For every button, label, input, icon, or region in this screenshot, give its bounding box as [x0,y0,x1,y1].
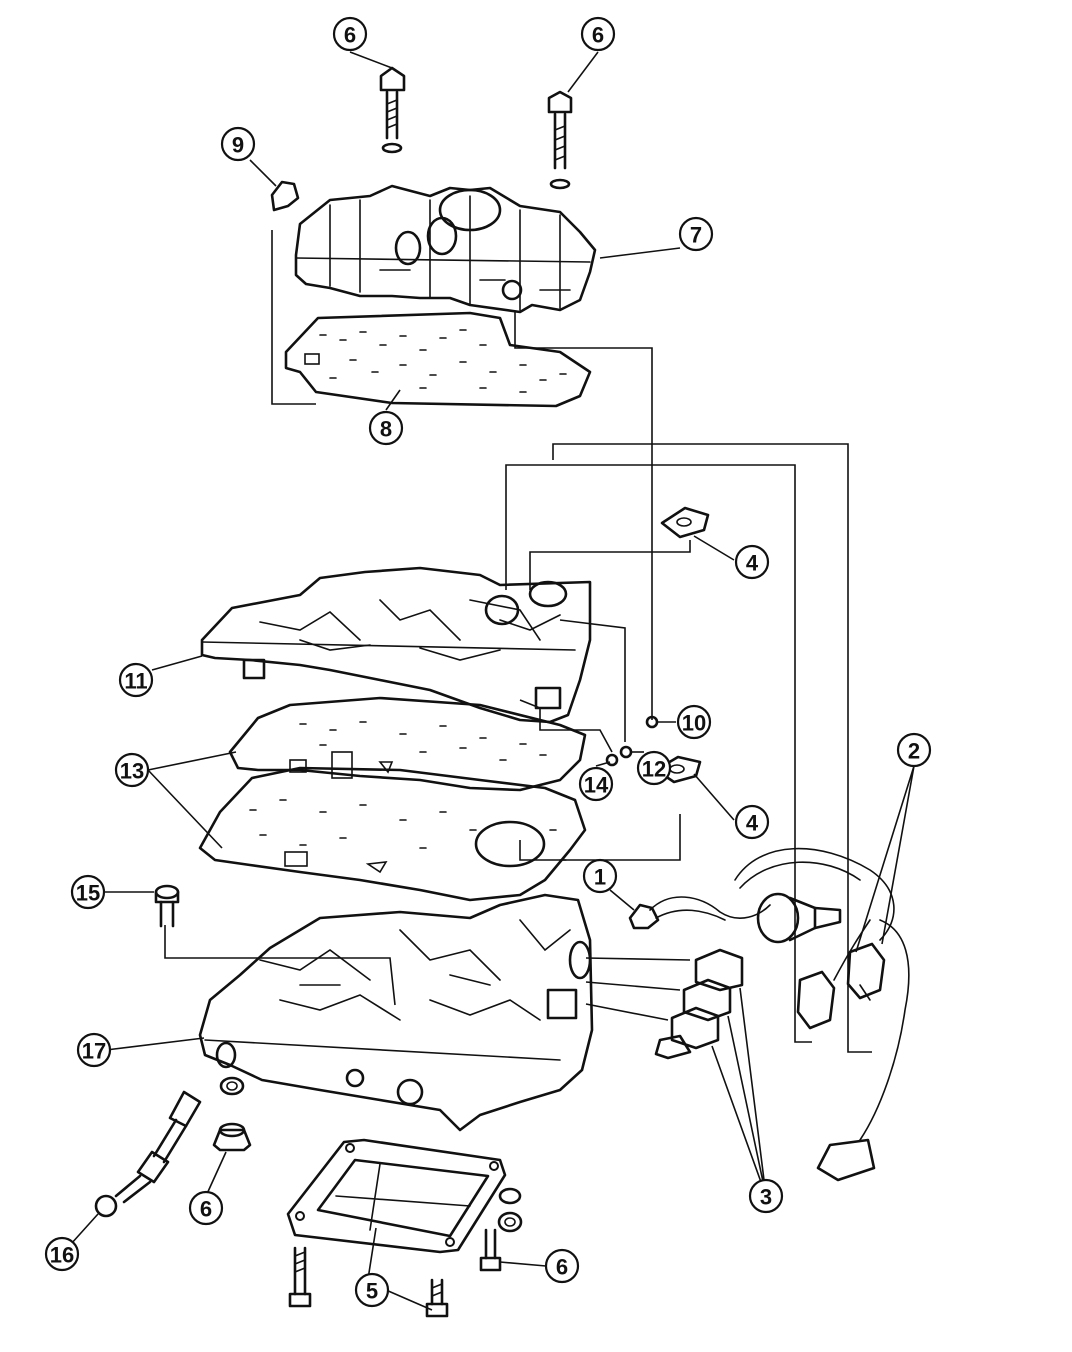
seal-upper [660,506,710,539]
svg-text:12: 12 [642,757,666,782]
callout-12: 12 [636,750,672,786]
main-valve-body [198,893,594,1132]
svg-text:10: 10 [682,711,706,736]
washer-left [219,1076,245,1096]
screw-15 [154,884,180,928]
lower-bolt-right [425,1278,449,1318]
callout-leaders [61,51,915,1311]
svg-text:14: 14 [584,773,609,798]
wiring-harness [628,847,910,1182]
svg-text:3: 3 [760,1185,772,1210]
callout-6-lower-left: 6 [188,1190,224,1226]
svg-text:17: 17 [82,1039,106,1064]
svg-text:6: 6 [556,1255,568,1280]
check-ball-12 [619,745,633,759]
svg-text:8: 8 [380,417,392,442]
callout-16: 16 [44,1236,80,1272]
svg-text:6: 6 [592,23,604,48]
separator-plate-upper [228,696,587,792]
svg-text:4: 4 [746,811,759,836]
svg-text:6: 6 [200,1197,212,1222]
upper-bolt-left [379,66,406,154]
solenoid-pack [585,948,744,1060]
callout-1: 1 [582,858,618,894]
callout-15: 15 [70,874,106,910]
svg-text:7: 7 [690,223,702,248]
transfer-plate [200,566,592,724]
callout-14: 14 [578,766,614,802]
callout-7: 7 [678,216,714,252]
upper-bolt-right [547,90,573,190]
check-ball-14 [605,753,619,767]
upper-separator-plate [284,311,592,408]
svg-text:5: 5 [366,1279,378,1304]
callout-2: 2 [896,732,932,768]
upper-valve-body [294,184,597,314]
callout-4-lower: 4 [734,804,770,840]
callout-8: 8 [368,410,404,446]
callout-4-upper: 4 [734,544,770,580]
separator-plate-lower [198,766,587,902]
svg-text:15: 15 [76,881,100,906]
svg-text:9: 9 [232,133,244,158]
callout-10: 10 [676,704,712,740]
callout-3: 3 [748,1178,784,1214]
svg-text:4: 4 [746,551,759,576]
lower-nuts-right [497,1187,523,1233]
lower-bolt-left [288,1246,312,1308]
callout-6-lower-right: 6 [544,1248,580,1284]
plug-assembly-16 [94,1090,202,1218]
assembly-leader-lines [164,312,872,1053]
callout-6-top-left: 6 [332,16,368,52]
nut-left [212,1122,252,1152]
callout-6-top-right: 6 [580,16,616,52]
retaining-clip [270,180,316,405]
callout-13: 13 [114,752,150,788]
svg-text:11: 11 [124,669,147,694]
svg-text:16: 16 [50,1243,74,1268]
callout-5: 5 [354,1272,390,1308]
svg-text:1: 1 [594,865,606,890]
svg-text:13: 13 [120,759,144,784]
callout-9: 9 [220,126,256,162]
svg-text:2: 2 [908,739,920,764]
cover-plate [286,1138,507,1254]
callout-17: 17 [76,1032,112,1068]
lower-bolt-center [479,1228,502,1272]
callout-11: 11 [118,662,154,698]
svg-text:6: 6 [344,23,356,48]
